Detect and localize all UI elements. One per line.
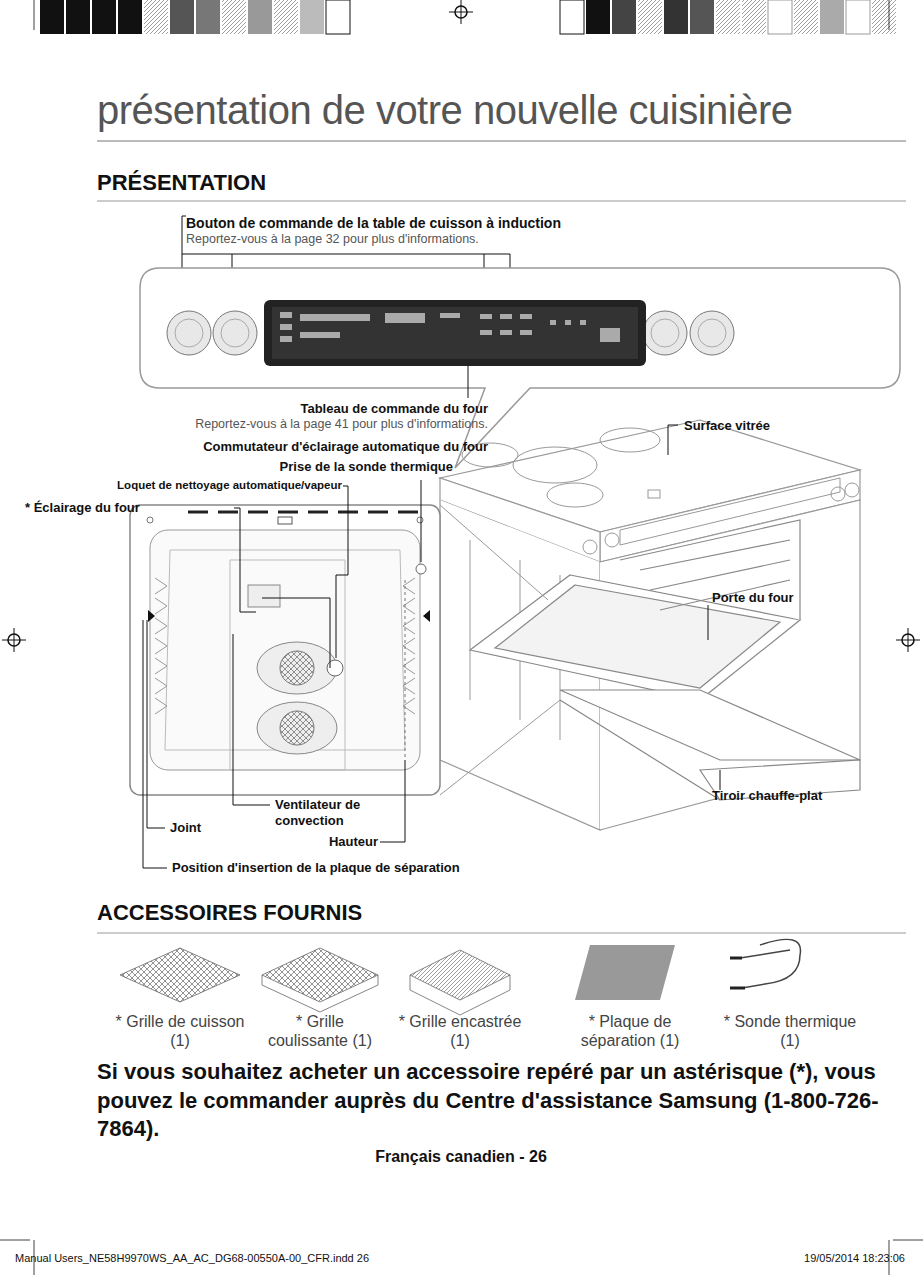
accessory-caption: * Grille coulissante (1) [255, 1012, 385, 1050]
part-label: Position d'insertion de la plaque de sép… [172, 860, 622, 876]
part-label: Porte du four [712, 590, 892, 606]
part-label: Tableau de commande du four [200, 401, 488, 417]
part-label: Tiroir chauffe-plat [712, 788, 892, 804]
note-text: Reportez-vous à la page 41 pour plus d'i… [140, 417, 488, 432]
section-heading: PRÉSENTATION [97, 170, 497, 196]
part-label: Joint [170, 820, 230, 836]
accessory-caption: * Sonde thermique (1) [715, 1012, 865, 1050]
page-number: Français canadien - 26 [311, 1147, 611, 1166]
part-label: Prise de la sonde thermique [150, 459, 453, 475]
part-label: Loquet de nettoyage automatique/vapeur [10, 479, 342, 493]
accessory-caption: * Grille de cuisson (1) [115, 1012, 245, 1050]
file-info: Manual Users_NE58H9970WS_AA_AC_DG68-0055… [15, 1252, 515, 1265]
part-label: Surface vitrée [684, 418, 884, 434]
page-title: présentation de votre nouvelle cuisinièr… [97, 86, 793, 134]
note-text: Reportez-vous à la page 32 pour plus d'i… [186, 232, 666, 247]
note-text: Si vous souhaitez acheter un accessoire … [97, 1058, 907, 1144]
accessory-caption: * Grille encastrée (1) [395, 1012, 525, 1050]
file-info: 19/05/2014 18:23:06 [700, 1252, 905, 1265]
accessory-caption: * Plaque de séparation (1) [555, 1012, 705, 1050]
part-label: Bouton de commande de la table de cuisso… [186, 215, 666, 232]
part-label: * Éclairage du four [25, 500, 233, 516]
section-heading: ACCESSOIRES FOURNIS [97, 900, 597, 926]
part-label: Commutateur d'éclairage automatique du f… [120, 439, 488, 455]
part-label: Hauteur [290, 834, 378, 850]
part-label: Ventilateur de convection [275, 797, 395, 828]
